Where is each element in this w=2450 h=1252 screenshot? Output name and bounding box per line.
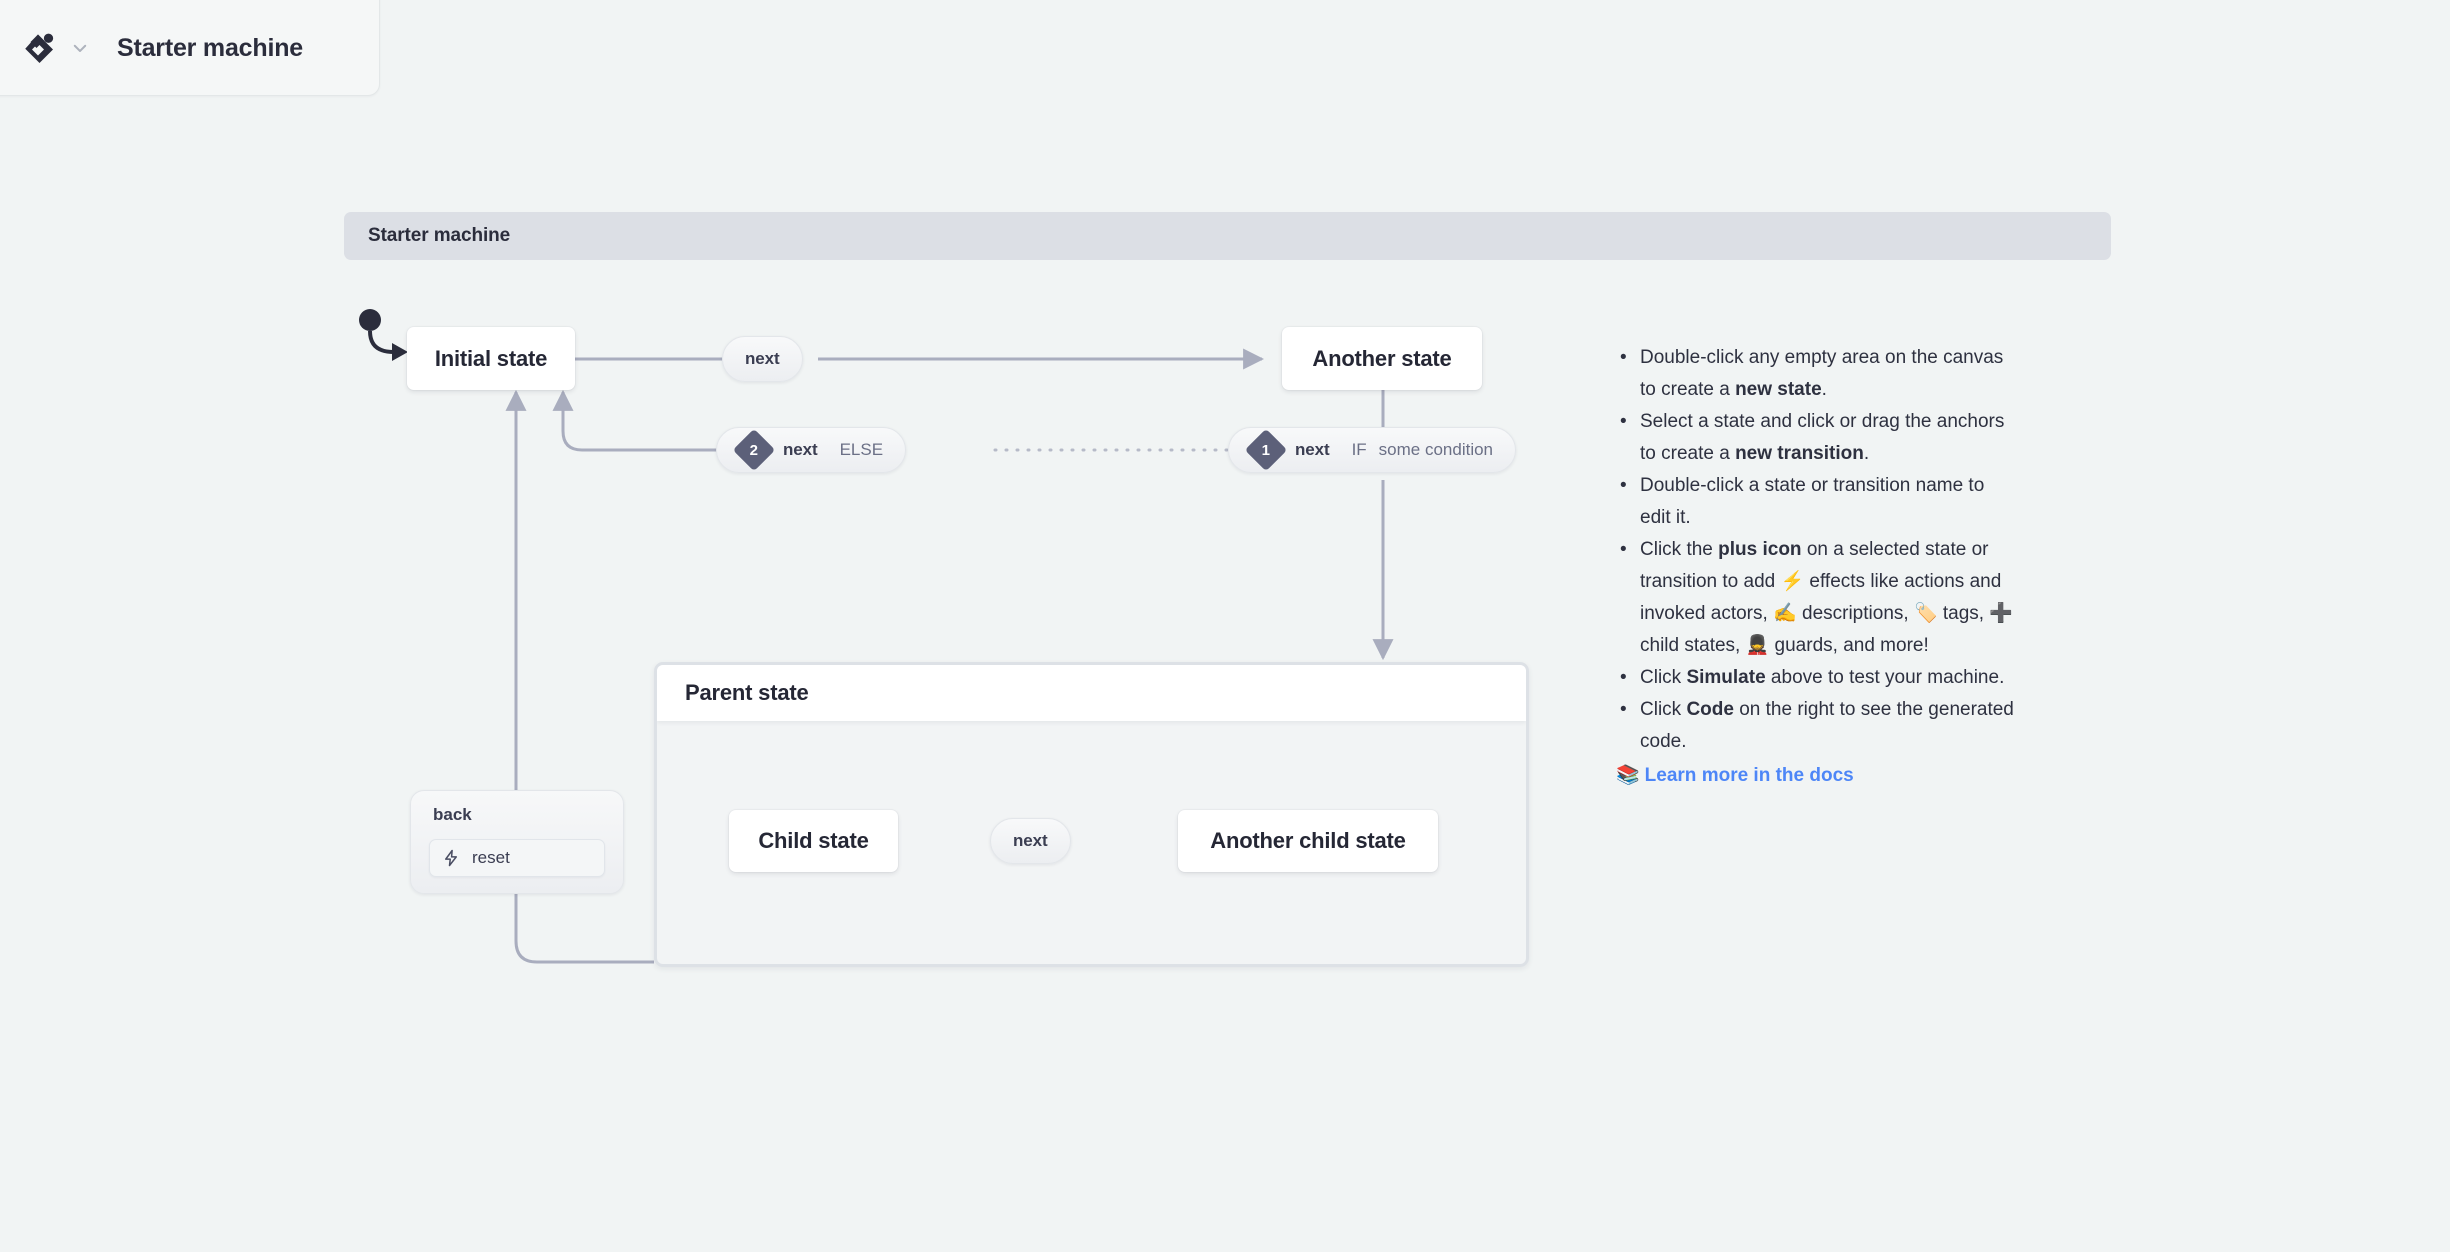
notes-list: Double-click any empty area on the canva…	[1616, 342, 2016, 758]
state-label: Another child state	[1210, 828, 1406, 853]
note-item: Double-click any empty area on the canva…	[1616, 342, 2016, 406]
transition-order-badge: 1	[1244, 428, 1288, 472]
bolt-icon	[445, 849, 457, 867]
note-emphasis: Simulate	[1686, 667, 1766, 688]
transition-guard-keyword: IF	[1351, 440, 1367, 459]
machine-name-title[interactable]: Starter machine	[117, 33, 303, 62]
app-header-panel: Starter machine	[0, 0, 380, 96]
state-label: Child state	[758, 828, 869, 853]
note-text: Double-click a state or transition name …	[1640, 475, 1985, 528]
state-label: Initial state	[434, 345, 548, 371]
state-another-child-state[interactable]: Another child state	[1178, 810, 1438, 872]
note-item: Click Simulate above to test your machin…	[1616, 662, 2016, 694]
note-emphasis: plus icon	[1718, 539, 1802, 560]
transition-event-label: next	[745, 349, 780, 368]
machine-menu-trigger[interactable]	[23, 30, 89, 66]
note-text: Click	[1640, 699, 1687, 720]
edge-else-to-initial	[552, 389, 718, 452]
transition-next-initial-to-another[interactable]: next	[722, 336, 803, 382]
transition-next-if[interactable]: 1 next IF some condition	[1228, 427, 1517, 473]
state-initial-state[interactable]: Initial state	[407, 327, 575, 390]
note-text: on a selected state or transition to add…	[1640, 539, 2014, 656]
stately-logo[interactable]	[23, 30, 59, 66]
note-item: Double-click a state or transition name …	[1616, 470, 2016, 534]
note-text: Click the	[1640, 539, 1719, 560]
note-text: above to test your machine.	[1765, 667, 2005, 688]
action-label: reset	[472, 848, 510, 867]
state-child-state[interactable]: Child state	[729, 810, 898, 872]
onboarding-notes: Double-click any empty area on the canva…	[1616, 342, 2016, 792]
transition-next-else[interactable]: 2 next ELSE	[716, 427, 907, 473]
transition-back[interactable]: back reset	[410, 790, 624, 894]
note-text: Double-click any empty area on the canva…	[1640, 347, 2004, 400]
edge-parent-to-back	[514, 890, 654, 964]
state-another-state[interactable]: Another state	[1282, 327, 1482, 390]
transition-event-label: next	[1295, 440, 1330, 459]
note-emphasis: new transition	[1735, 443, 1864, 464]
note-text: .	[1863, 443, 1870, 464]
learn-more-docs-link[interactable]: 📚Learn more in the docs	[1616, 759, 2016, 792]
transition-event-label: back	[433, 805, 472, 824]
state-label: Another state	[1312, 345, 1452, 371]
transition-next-child[interactable]: next	[990, 818, 1071, 864]
transition-event-label: next	[783, 440, 818, 459]
machine-header-bar[interactable]: Starter machine	[344, 212, 2111, 260]
chevron-down-icon[interactable]	[71, 39, 89, 57]
machine-header-title: Starter machine	[368, 225, 511, 246]
note-text: Select a state and click or drag the anc…	[1640, 411, 2005, 464]
transition-guard-keyword: ELSE	[839, 440, 884, 459]
transition-guard-condition: some condition	[1378, 440, 1494, 459]
state-label: Parent state	[685, 680, 809, 705]
books-icon: 📚	[1616, 764, 1640, 786]
note-text: .	[1821, 379, 1827, 400]
note-item: Click the plus icon on a selected state …	[1616, 534, 2016, 662]
doc-link-label: Learn more in the docs	[1644, 765, 1854, 786]
note-emphasis: Code	[1686, 699, 1734, 720]
note-item: Click Code on the right to see the gener…	[1616, 694, 2016, 758]
note-emphasis: new state	[1735, 379, 1822, 400]
transition-event-label: next	[1013, 831, 1048, 850]
compound-header[interactable]: Parent state	[657, 665, 1526, 721]
transition-order-badge: 2	[732, 428, 776, 472]
note-text: on the right to see the generated code.	[1640, 699, 2014, 752]
transition-action-reset[interactable]: reset	[429, 839, 605, 877]
note-item: Select a state and click or drag the anc…	[1616, 406, 2016, 470]
note-text: Click	[1640, 667, 1687, 688]
initial-marker	[359, 309, 408, 361]
